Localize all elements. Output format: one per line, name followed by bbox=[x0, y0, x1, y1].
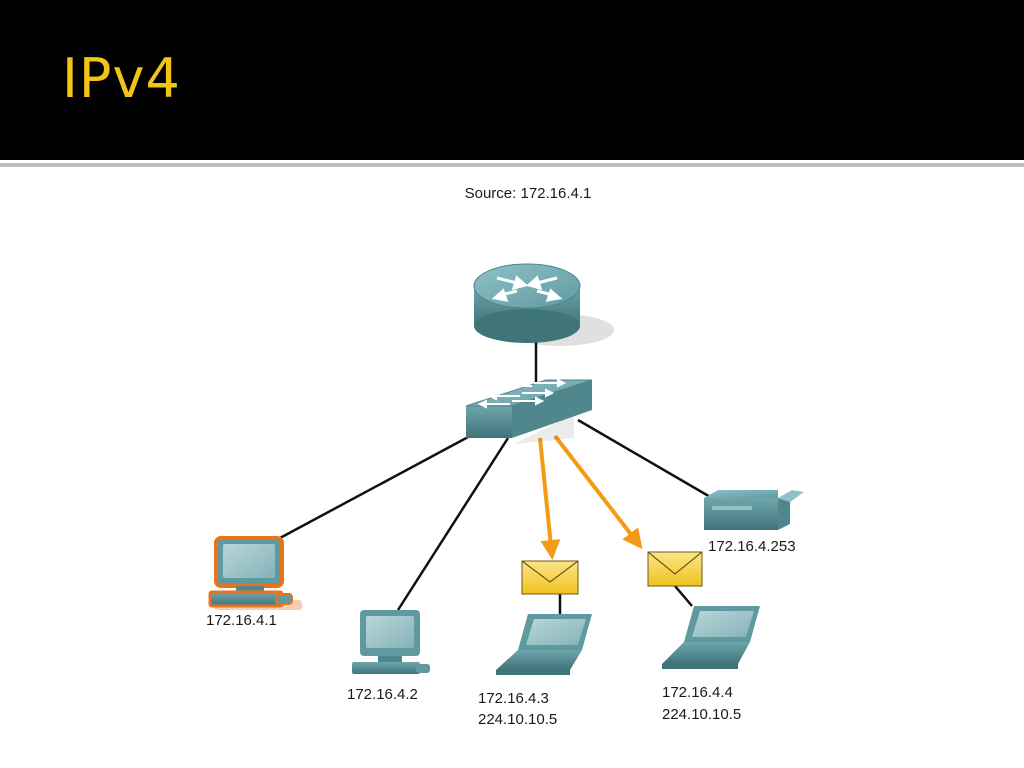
multicast-arrow-laptop3 bbox=[538, 437, 561, 560]
laptop-icon-4 bbox=[662, 606, 760, 669]
laptop-icon-3 bbox=[496, 614, 592, 675]
link-switch-pc2 bbox=[396, 437, 510, 611]
desktop-pc-icon bbox=[352, 610, 430, 674]
pc2-ip-label: 172.16.4.2 bbox=[347, 686, 418, 703]
slide-title: IPv4 bbox=[62, 47, 181, 110]
link-envelope4-laptop4 bbox=[674, 585, 693, 607]
multicast-arrow-laptop4 bbox=[553, 434, 643, 550]
desktop-pc-icon-source bbox=[208, 536, 302, 610]
laptop3-multicast-label: 224.10.10.5 bbox=[478, 711, 557, 728]
link-switch-printer bbox=[577, 418, 713, 500]
slide-header: IPv4 bbox=[0, 0, 1024, 160]
multicast-arrows bbox=[538, 434, 643, 560]
laptop3-ip-label: 172.16.4.3 bbox=[478, 690, 549, 707]
envelope-icon-laptop4 bbox=[647, 551, 703, 587]
printer-icon bbox=[704, 490, 804, 530]
header-divider bbox=[0, 163, 1024, 167]
printer-ip-label: 172.16.4.253 bbox=[708, 538, 796, 555]
laptop4-ip-label: 172.16.4.4 bbox=[662, 684, 733, 701]
envelope-icon-laptop3 bbox=[521, 560, 579, 595]
laptop4-multicast-label: 224.10.10.5 bbox=[662, 706, 741, 723]
router-icon bbox=[473, 263, 614, 346]
pc1-ip-label: 172.16.4.1 bbox=[206, 612, 277, 629]
link-switch-pc1 bbox=[279, 434, 471, 540]
network-links bbox=[279, 342, 713, 614]
switch-icon bbox=[465, 378, 593, 444]
diagram-caption: Source: 172.16.4.1 bbox=[464, 185, 592, 202]
